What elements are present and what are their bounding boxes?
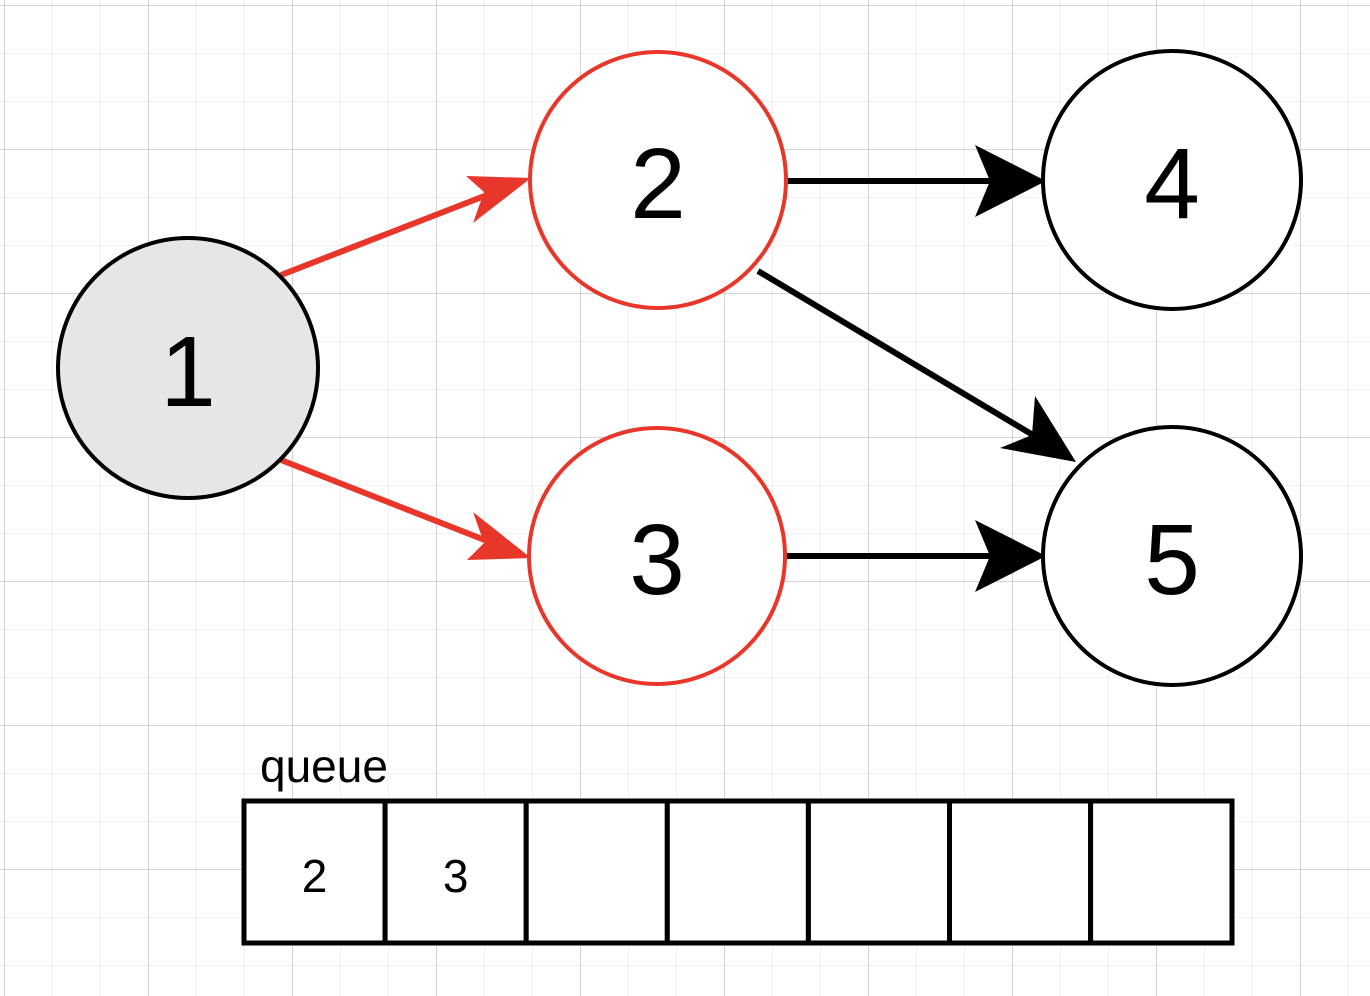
edge-3-to-5-arrowhead [975, 520, 1046, 592]
queue-cell-4[interactable] [805, 798, 953, 946]
edge-3-to-5[interactable] [786, 520, 1046, 592]
nodes-layer: 1 2 3 4 5 [56, 49, 1303, 687]
queue-cell-6-box [1088, 798, 1235, 946]
graph-node-3[interactable]: 3 [527, 426, 787, 686]
queue-cells: 2 3 [241, 798, 1235, 946]
edge-1-to-3[interactable] [279, 457, 531, 560]
queue-cell-5[interactable] [947, 798, 1094, 946]
edge-1-to-2[interactable] [279, 176, 531, 278]
queue-label: queue [260, 740, 388, 792]
edges-layer [279, 145, 1076, 592]
queue-cell-3-box [664, 798, 811, 946]
queue-cell-5-box [947, 798, 1094, 946]
edge-2-to-5[interactable] [756, 268, 1076, 462]
queue-cell-6[interactable] [1088, 798, 1235, 946]
queue-cell-1[interactable]: 3 [382, 798, 529, 946]
queue-cell-1-value: 3 [443, 850, 469, 902]
edge-1-to-2-line [279, 185, 507, 278]
graph-node-5-circle [1041, 425, 1303, 687]
queue-cell-2-box [523, 798, 670, 946]
graph-node-5-label: 5 [1144, 504, 1200, 616]
queue-cell-2[interactable] [523, 798, 670, 946]
queue-cell-4-box [805, 798, 953, 946]
queue-cell-0-value: 2 [302, 850, 328, 902]
queue-cell-0-box [241, 798, 388, 946]
graph-node-1-circle [56, 236, 320, 500]
graph-node-2-label: 2 [630, 128, 686, 240]
graph-node-1-label: 1 [160, 316, 216, 428]
graph-node-3-circle [527, 426, 787, 686]
edge-2-to-5-arrowhead [1000, 396, 1076, 462]
graph-node-5[interactable]: 5 [1041, 425, 1303, 687]
graph-node-2[interactable]: 2 [528, 50, 788, 310]
edge-2-to-4[interactable] [786, 145, 1046, 217]
graph-node-3-label: 3 [629, 504, 685, 616]
graph-node-2-circle [528, 50, 788, 310]
queue-cell-0[interactable]: 2 [241, 798, 388, 946]
edge-1-to-2-arrowhead [466, 176, 531, 223]
graph-node-4-circle [1041, 49, 1303, 311]
edge-2-to-4-arrowhead [975, 145, 1046, 217]
edge-2-to-5-line [756, 268, 1050, 447]
edge-1-to-3-arrowhead [467, 512, 531, 560]
graph-node-4[interactable]: 4 [1041, 49, 1303, 311]
queue-section: queue 2 3 [241, 740, 1235, 946]
graph-node-4-label: 4 [1144, 128, 1200, 240]
edge-1-to-3-line [279, 457, 507, 551]
queue-cell-3[interactable] [664, 798, 811, 946]
graph-node-1[interactable]: 1 [56, 236, 320, 500]
